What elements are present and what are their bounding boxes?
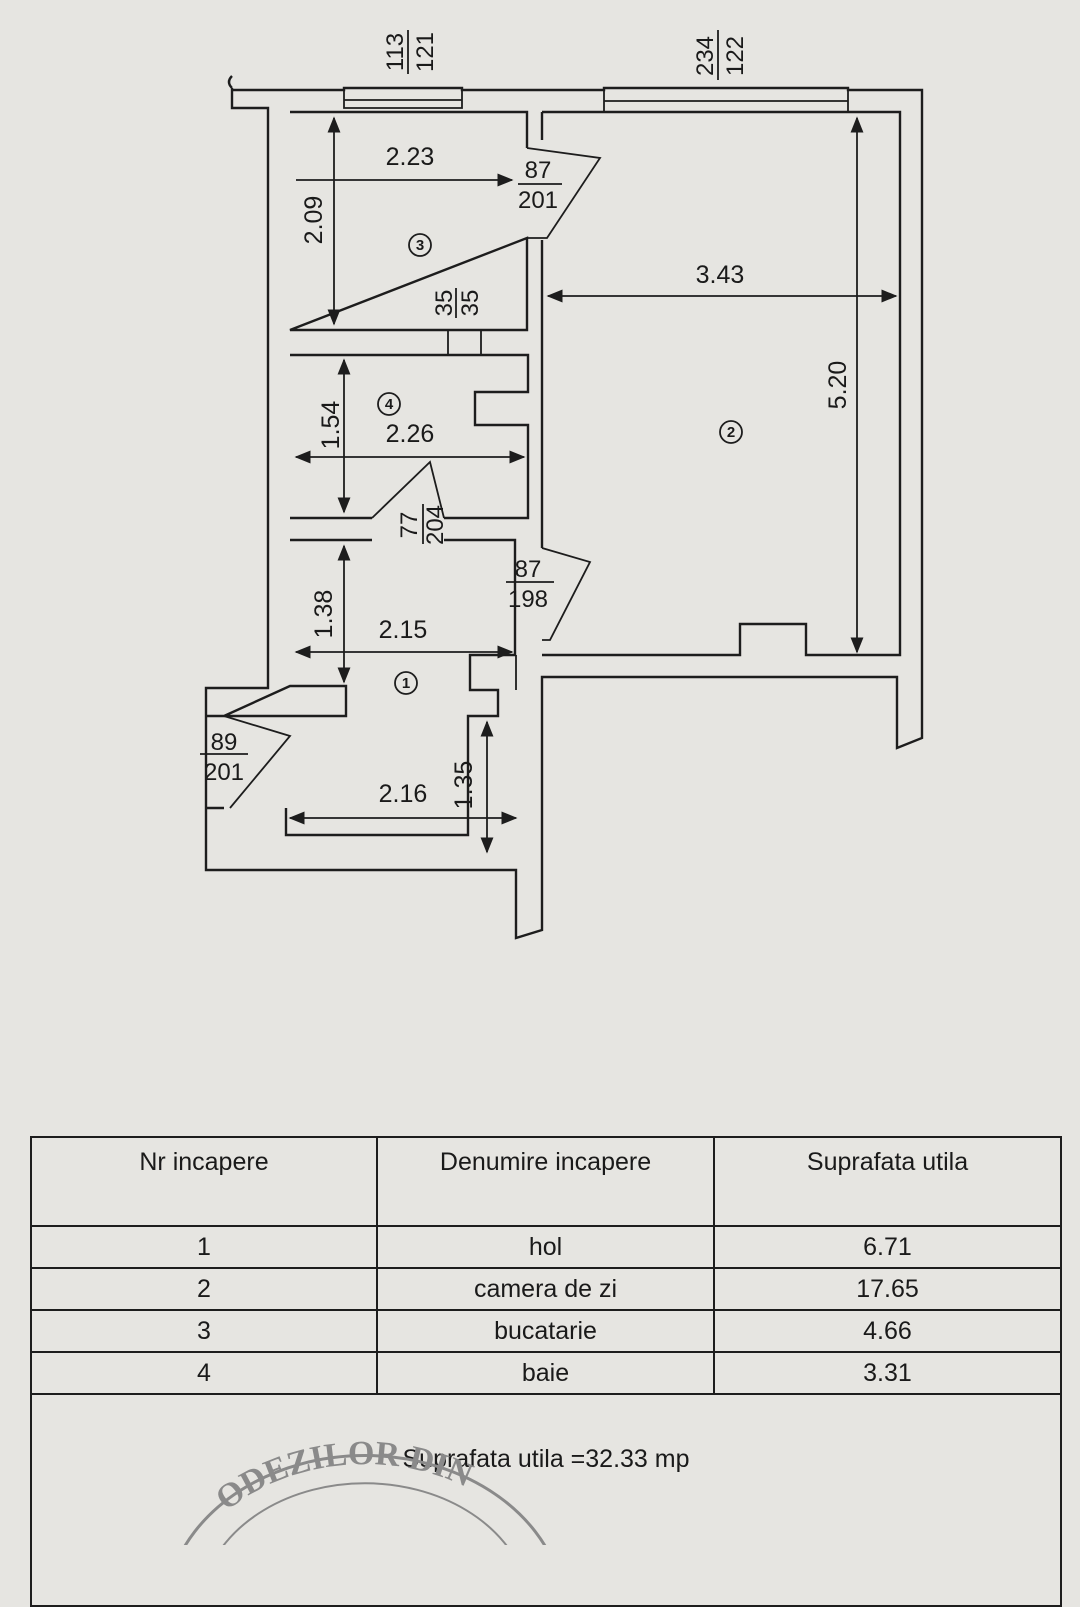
hall-upper-width: 2.15	[379, 616, 428, 644]
door-entry-bottom: 201	[204, 759, 244, 786]
row-nr: 3	[30, 1309, 378, 1353]
row-area: 4.66	[713, 1309, 1062, 1353]
row-nr: 2	[30, 1267, 378, 1311]
stamp-text: ODEZILOR DIN	[209, 1435, 478, 1518]
rooms-table: Nr incapere Denumire incapere Suprafata …	[30, 1136, 1062, 1607]
table-row: 1 hol 6.71	[30, 1225, 1062, 1269]
header-area: Suprafata utila	[713, 1136, 1062, 1227]
room-1-marker: 1	[394, 671, 418, 695]
door-bath-bottom: 204	[422, 505, 449, 545]
row-name: baie	[376, 1351, 715, 1395]
window-1-top: 113	[382, 33, 409, 71]
row-area: 6.71	[713, 1225, 1062, 1269]
row-nr: 4	[30, 1351, 378, 1395]
door-kitchen-top: 87	[525, 157, 552, 184]
room-3-marker: 3	[408, 233, 432, 257]
room-3-number: 3	[416, 237, 424, 254]
room-3-kitchen	[289, 110, 602, 356]
room-2-marker: 2	[719, 420, 743, 444]
room-2-living	[540, 110, 902, 657]
window-kitchen	[343, 90, 463, 109]
room-1-number: 1	[402, 675, 410, 692]
vent-top: 35	[431, 290, 458, 317]
table-row: 2 camera de zi 17.65	[30, 1267, 1062, 1311]
row-nr: 1	[30, 1225, 378, 1269]
row-name: bucatarie	[376, 1309, 715, 1353]
dimension-labels: 113 121 234 122 2.23 2.09 87 201 35 35 3…	[204, 32, 852, 809]
door-living-top: 87	[515, 556, 542, 583]
hall-lower-height: 1.35	[450, 761, 478, 810]
window-living	[603, 90, 849, 113]
room-2-number: 2	[727, 424, 735, 441]
room4-width: 2.26	[386, 420, 435, 448]
row-area: 17.65	[713, 1267, 1062, 1311]
room2-width: 3.43	[696, 261, 745, 289]
stamp-seal: ODEZILOR DIN	[183, 1435, 547, 1545]
row-area: 3.31	[713, 1351, 1062, 1395]
door-kitchen-bottom: 201	[518, 187, 558, 214]
hall-upper-height: 1.38	[310, 590, 338, 639]
vent-bottom: 35	[457, 290, 484, 317]
door-living-bottom: 198	[508, 586, 548, 613]
window-2-top: 234	[692, 36, 719, 76]
room-4-marker: 4	[377, 392, 401, 416]
room-4-number: 4	[385, 396, 394, 413]
floor-plan: 113 121 234 122 2.23 2.09 87 201 35 35 3…	[200, 30, 924, 940]
window-1-bottom: 121	[412, 32, 439, 72]
header-name: Denumire incapere	[376, 1136, 715, 1227]
room3-width: 2.23	[386, 143, 435, 171]
row-name: hol	[376, 1225, 715, 1269]
dimension-lines	[200, 30, 898, 854]
door-entry-top: 89	[211, 729, 238, 756]
svg-text:ODEZILOR DIN: ODEZILOR DIN	[209, 1435, 478, 1518]
row-name: camera de zi	[376, 1267, 715, 1311]
header-nr: Nr incapere	[30, 1136, 378, 1227]
table-row: 3 bucatarie 4.66	[30, 1309, 1062, 1353]
room2-height: 5.20	[824, 361, 852, 410]
table-header-row: Nr incapere Denumire incapere Suprafata …	[30, 1136, 1062, 1227]
room-markers: 3 2 4 1	[377, 233, 743, 695]
room-1-hall	[206, 538, 517, 837]
window-2-bottom: 122	[722, 36, 749, 76]
room4-height: 1.54	[317, 401, 345, 450]
door-bath-top: 77	[396, 512, 423, 539]
hall-lower-width: 2.16	[379, 780, 428, 808]
room3-height: 2.09	[300, 196, 328, 245]
table-row: 4 baie 3.31	[30, 1351, 1062, 1395]
